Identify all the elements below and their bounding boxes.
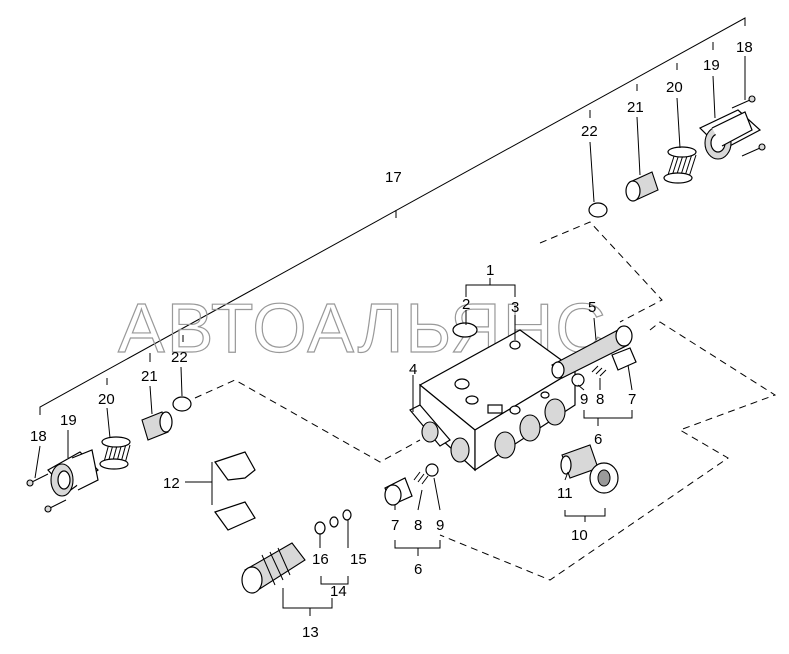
valve-body <box>409 329 577 472</box>
label-19-left: 19 <box>60 412 77 429</box>
label-6-right: 6 <box>594 431 602 448</box>
seal-rings-14 <box>314 509 352 535</box>
assembly-dash-lines <box>194 221 777 581</box>
label-9-right: 9 <box>580 391 588 408</box>
label-7-left: 7 <box>391 517 399 534</box>
label-leaders <box>34 56 746 479</box>
top-plug-3 <box>509 340 521 350</box>
label-17: 17 <box>385 169 402 186</box>
right-flange-cover <box>698 109 762 160</box>
label-18-left: 18 <box>30 428 47 445</box>
label-22-right: 22 <box>581 123 598 140</box>
label-8-right: 8 <box>596 391 604 408</box>
left-flange-cover <box>47 449 99 497</box>
label-16: 16 <box>312 551 329 568</box>
label-14: 14 <box>330 583 347 600</box>
handle-assembly-13 <box>241 542 306 594</box>
right-spool-cap <box>625 171 659 202</box>
label-20-left: 20 <box>98 391 115 408</box>
label-15: 15 <box>350 551 367 568</box>
label-9-left: 9 <box>436 517 444 534</box>
label-8-left: 8 <box>414 517 422 534</box>
left-spring <box>99 436 131 470</box>
label-2: 2 <box>462 296 470 313</box>
label-13: 13 <box>302 624 319 641</box>
right-spring <box>663 146 697 184</box>
left-oring <box>172 396 192 412</box>
right-oring <box>588 202 608 218</box>
label-19-right: 19 <box>703 57 720 74</box>
left-spool-cap <box>141 411 173 441</box>
label-20-right: 20 <box>666 79 683 96</box>
label-12: 12 <box>163 475 180 492</box>
label-21-right: 21 <box>627 99 644 116</box>
right-screw-top <box>731 95 756 109</box>
label-11: 11 <box>557 485 573 502</box>
label-21-left: 21 <box>141 368 158 385</box>
label-10: 10 <box>571 527 588 544</box>
check-valve-right <box>571 347 637 387</box>
label-5: 5 <box>588 299 596 316</box>
label-7-right: 7 <box>628 391 636 408</box>
plug-assembly-10 <box>560 444 619 494</box>
left-screw-bottom <box>44 499 67 513</box>
group-17-leader <box>39 17 746 415</box>
label-6-left: 6 <box>414 561 422 578</box>
bracket-halves-12 <box>214 451 256 531</box>
callout-brackets <box>185 278 633 616</box>
label-18-right: 18 <box>736 39 753 56</box>
right-screw-bottom <box>741 143 766 157</box>
top-plug-2 <box>452 322 478 338</box>
spool-5 <box>551 325 633 379</box>
label-4: 4 <box>409 361 417 378</box>
label-1: 1 <box>486 262 494 279</box>
label-22-left: 22 <box>171 349 188 366</box>
check-valve-left <box>384 463 439 506</box>
label-3: 3 <box>511 299 519 316</box>
left-screw-top <box>26 473 49 487</box>
